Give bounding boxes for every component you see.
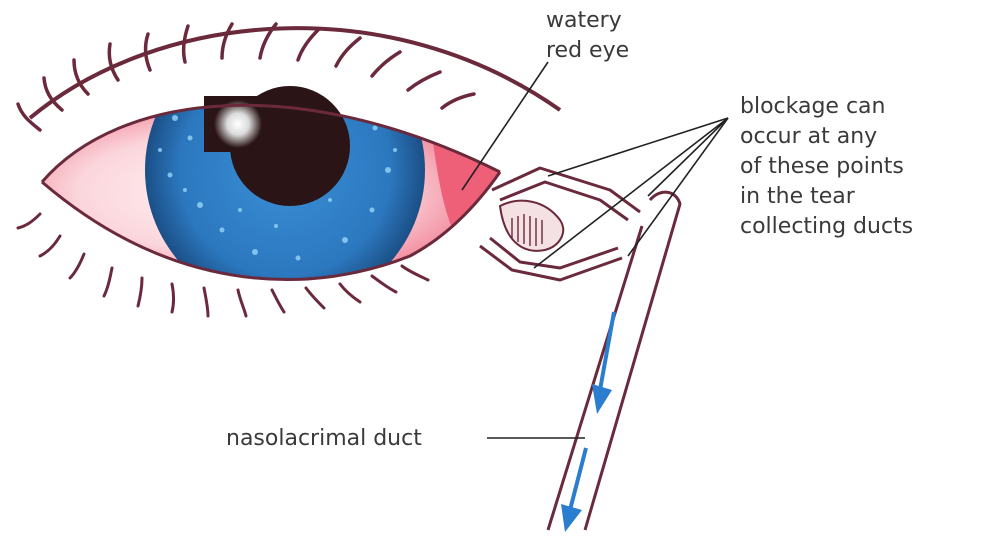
label-blockage-line1: blockage can [740, 92, 913, 122]
label-watery-line1: watery [546, 6, 629, 36]
label-blockage-line4: in the tear [740, 182, 913, 212]
label-watery-red-eye: watery red eye [546, 6, 629, 66]
label-watery-line2: red eye [546, 36, 629, 66]
lacrimal-sac [500, 201, 563, 251]
label-nasolacrimal-duct: nasolacrimal duct [226, 424, 422, 454]
label-blockage-line2: occur at any [740, 122, 913, 152]
label-blockage-line5: collecting ducts [740, 212, 913, 242]
flow-arrows [561, 312, 614, 532]
label-blockage-line3: of these points [740, 152, 913, 182]
label-blockage: blockage can occur at any of these point… [740, 92, 913, 242]
